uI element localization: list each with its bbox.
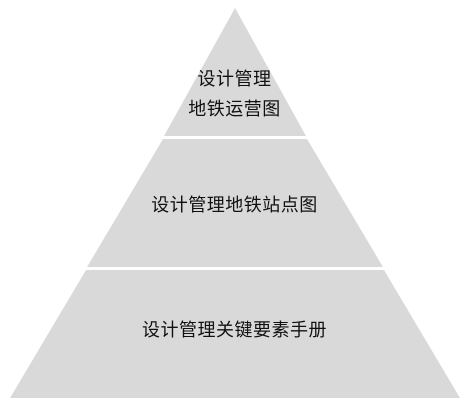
pyramid-tier-top: [164, 8, 306, 136]
tier-bottom-label-line-1: 设计管理关键要素手册: [142, 320, 327, 341]
tier-top-label: 设计管理 地铁运营图: [0, 65, 469, 125]
tier-middle-label: 设计管理地铁站点图: [0, 191, 469, 221]
tier-middle-label-line-1: 设计管理地铁站点图: [151, 195, 318, 216]
tier-top-label-line-2: 地铁运营图: [188, 99, 281, 120]
pyramid-tier-bottom: [10, 270, 460, 398]
tier-top-label-line-1: 设计管理: [197, 69, 272, 90]
pyramid-tier-middle: [87, 139, 383, 267]
tier-bottom-label: 设计管理关键要素手册: [0, 316, 469, 346]
